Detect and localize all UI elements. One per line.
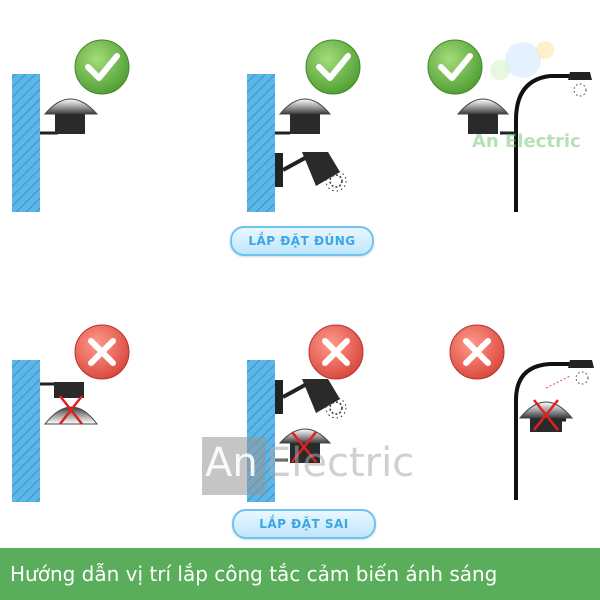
wrong-mark — [59, 395, 83, 425]
wrong-install-label: LẮP ĐẶT SAI — [232, 509, 376, 539]
sensor-dome — [456, 98, 510, 115]
correct-example-wall-sensor — [0, 0, 200, 230]
street-lamp-pole — [514, 362, 580, 500]
watermark-small: An Electric — [472, 131, 581, 152]
watermark-box — [202, 437, 266, 495]
street-lamp-pole — [514, 74, 580, 212]
correct-example-wall-lamp — [230, 0, 390, 230]
correct-install-label: LẮP ĐẶT ĐÚNG — [230, 226, 374, 256]
sensor-dome — [518, 401, 574, 419]
wrong-mark — [533, 399, 559, 431]
correct-example-street-lamp — [420, 0, 600, 230]
wrong-example-wall-sensor — [0, 300, 200, 520]
wall — [12, 74, 40, 212]
wall — [12, 360, 40, 502]
sensor-dome — [278, 98, 332, 115]
watermark-big-an: An — [205, 440, 258, 486]
footer-caption: Hướng dẫn vị trí lắp công tắc cảm biến á… — [10, 562, 498, 586]
lamp-head — [302, 379, 340, 413]
wall — [247, 74, 275, 212]
wrong-example-street-lamp — [420, 300, 600, 520]
lamp-bracket — [275, 153, 283, 187]
sensor-dome — [43, 98, 99, 115]
check-icon — [305, 39, 361, 95]
wrong-mark — [291, 431, 317, 463]
lamp-head — [302, 152, 340, 186]
watermark-big-electric: Electric — [266, 440, 415, 486]
check-icon — [427, 39, 483, 95]
check-icon — [74, 39, 130, 95]
footer-banner: Hướng dẫn vị trí lắp công tắc cảm biến á… — [0, 548, 600, 600]
lamp-bracket — [275, 380, 283, 414]
